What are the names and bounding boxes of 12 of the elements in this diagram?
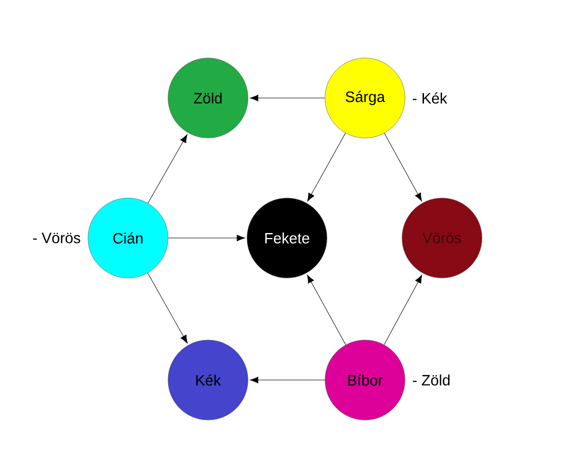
arrow bbox=[147, 272, 188, 344]
arrow bbox=[384, 132, 422, 202]
arrow bbox=[307, 132, 346, 202]
beside-label: - Kék bbox=[412, 92, 448, 104]
arrow bbox=[307, 274, 346, 346]
arrow bbox=[250, 376, 326, 384]
arrow bbox=[384, 274, 422, 345]
arrow bbox=[250, 94, 326, 102]
beside-label: - Vörös bbox=[33, 232, 80, 244]
beside-label: - Zöld bbox=[412, 374, 450, 386]
arrow bbox=[148, 134, 188, 204]
arrow bbox=[168, 234, 246, 242]
